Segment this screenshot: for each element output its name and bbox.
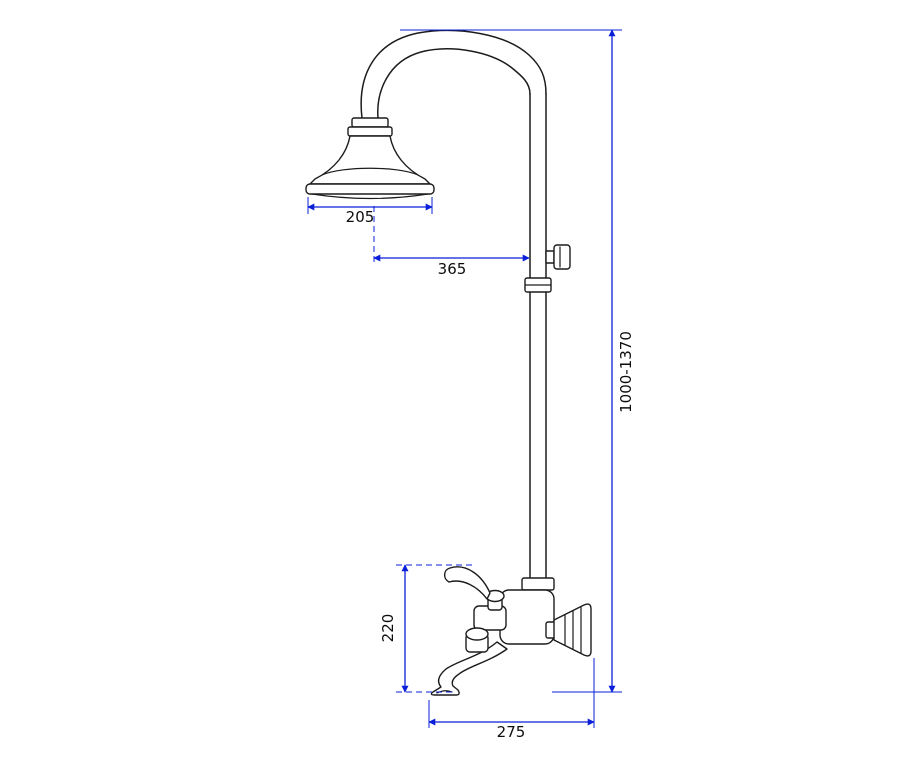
dimension-mixer-height: 220 xyxy=(379,564,472,693)
bracket-stem xyxy=(545,250,555,264)
dimension-head-offset: 365 xyxy=(373,206,530,278)
lever-arm xyxy=(443,566,491,600)
head-connector-collar xyxy=(347,126,393,137)
gooseneck-pipe xyxy=(360,29,547,119)
shower-head xyxy=(305,117,435,200)
riser-pipe xyxy=(529,93,547,597)
dimension-label: 205 xyxy=(346,208,375,226)
head-dome-seam xyxy=(321,167,419,176)
mixer-faucet xyxy=(430,566,592,696)
gooseneck-outer-edge xyxy=(360,29,547,119)
cone-handle-flutes xyxy=(564,606,582,654)
lever-handle xyxy=(443,566,505,611)
diverter-cap xyxy=(465,627,489,641)
wall-bracket xyxy=(545,244,571,270)
dimension-mixer-width: 275 xyxy=(428,658,595,741)
head-rim xyxy=(305,183,435,195)
dimension-label: 275 xyxy=(497,723,526,741)
dimension-height-range: 1000-1370 xyxy=(400,29,635,693)
cone-handle xyxy=(545,603,592,657)
height-adjuster-collar xyxy=(524,277,552,293)
dimension-label: 365 xyxy=(438,260,467,278)
dimension-label: 1000-1370 xyxy=(617,331,635,413)
head-face-curve xyxy=(311,193,429,200)
dimension-head-width: 205 xyxy=(307,197,433,226)
gooseneck-inner-edge xyxy=(377,48,531,119)
dimension-label: 220 xyxy=(379,614,397,643)
spout xyxy=(430,641,508,696)
bracket-knob xyxy=(553,244,571,270)
mixer-connector-nut xyxy=(521,577,555,591)
diverter-knob xyxy=(465,627,489,653)
head-connector-nut xyxy=(351,117,389,128)
head-dome xyxy=(309,135,431,185)
